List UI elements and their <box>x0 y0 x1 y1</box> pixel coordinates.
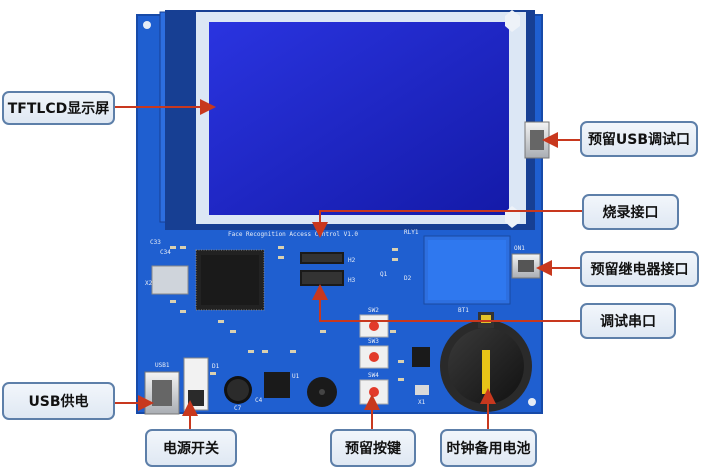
silk-c34: C34 <box>160 249 171 256</box>
silk-sw2: SW2 <box>368 307 379 314</box>
label-burn-port: 烧录接口 <box>582 194 679 230</box>
label-usb-debug: 预留USB调试口 <box>580 121 698 157</box>
buzzer <box>307 377 337 407</box>
silk-on1: ON1 <box>514 245 525 252</box>
silk-h3: H3 <box>348 277 356 284</box>
push-button-sw2 <box>359 314 389 338</box>
mcu-chip <box>195 249 265 311</box>
arrow-burn-port <box>312 210 582 238</box>
tft-lcd-screen <box>165 10 535 230</box>
crystal-x2 <box>151 265 189 295</box>
electrolytic-capacitor <box>224 376 252 404</box>
silk-q1: Q1 <box>380 271 388 278</box>
silk-d1: D1 <box>212 363 220 370</box>
silk-usb1: USB1 <box>155 362 170 369</box>
usb-debug-connector <box>524 121 550 159</box>
silk-d2: D2 <box>404 275 412 282</box>
burn-header-h2 <box>300 252 344 264</box>
serial-header-h3 <box>300 270 344 286</box>
silk-sw3: SW3 <box>368 338 379 345</box>
label-serial-debug: 调试串口 <box>580 303 676 339</box>
push-button-sw3 <box>359 345 389 369</box>
silk-h2: H2 <box>348 257 356 264</box>
label-usb-power: USB供电 <box>2 382 115 420</box>
usb-power-connector <box>144 371 180 415</box>
silk-c33: C33 <box>150 239 161 246</box>
arrow-serial-debug <box>312 284 580 322</box>
silk-rly1: RLY1 <box>404 229 419 236</box>
label-relay-port: 预留继电器接口 <box>580 251 699 287</box>
callout-arrows <box>113 99 582 429</box>
rtc-ic <box>412 347 430 367</box>
regulator-ic <box>264 372 290 398</box>
silk-bt1: BT1 <box>458 307 469 314</box>
label-power-switch: 电源开关 <box>145 429 237 467</box>
power-switch <box>183 357 209 411</box>
silk-c4: C4 <box>255 397 263 404</box>
silk-u1: U1 <box>292 373 300 380</box>
silk-c7: C7 <box>234 405 242 412</box>
push-button-sw4 <box>359 379 389 405</box>
silk-sw4: SW4 <box>368 372 379 379</box>
silk-x2: X2 <box>145 280 153 287</box>
label-clock-battery: 时钟备用电池 <box>440 429 537 467</box>
rtc-battery-holder <box>440 312 532 412</box>
label-tft-lcd: TFTLCD显示屏 <box>2 91 115 125</box>
silk-x1: X1 <box>418 399 426 406</box>
smd-components <box>170 246 404 381</box>
relay-connector <box>511 253 541 279</box>
label-reserved-keys: 预留按键 <box>330 429 416 467</box>
crystal-x1 <box>415 385 429 395</box>
board-title-silk: Face Recognition Access Control V1.0 <box>228 231 358 238</box>
relay-module <box>423 235 511 305</box>
